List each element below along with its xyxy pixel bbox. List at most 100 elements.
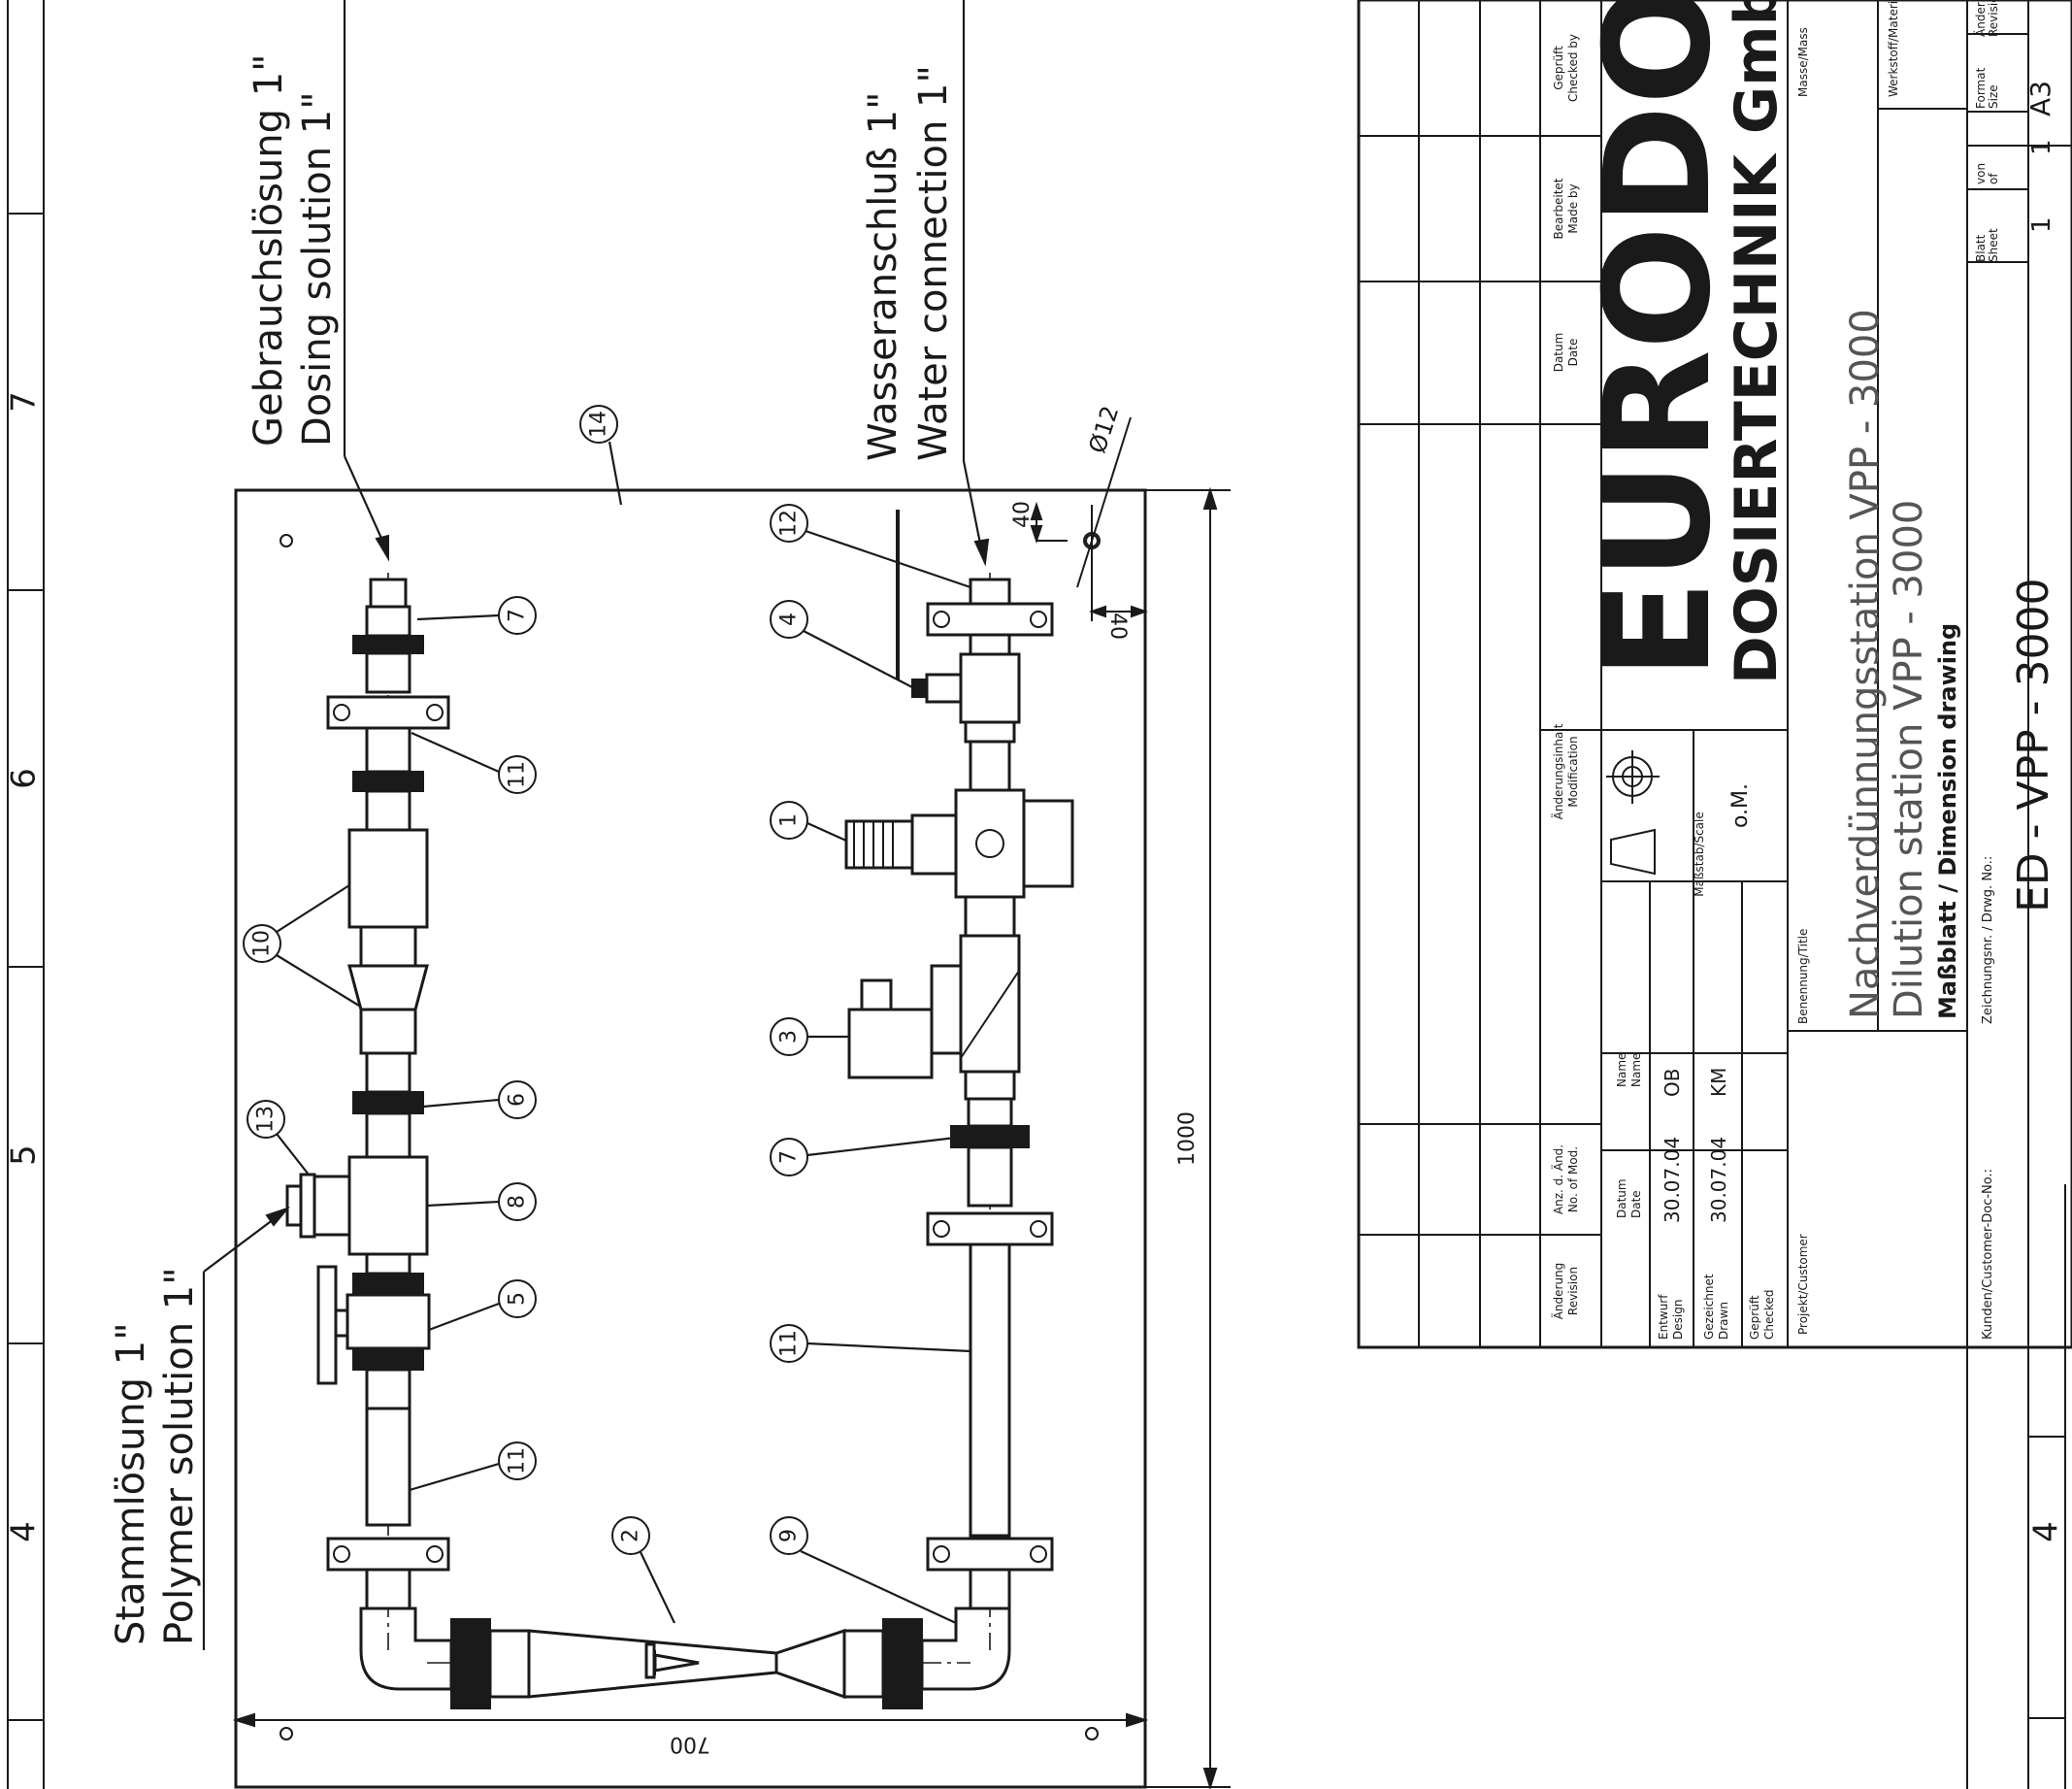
title-line-1: Nachverdünnungsstation VPP - 3000 (1843, 309, 1888, 1019)
label-title_block-mass_label: Masse/Mass (1796, 27, 1810, 97)
grid-number-4-right: 4 (2027, 1521, 2066, 1542)
label-title_block-rows-checked_en: Checked (1762, 1290, 1776, 1341)
right-pipe-assembly (844, 510, 1074, 1650)
label-title_block-rows-design_de: Entwurf (1657, 1294, 1670, 1340)
label-dosing-en: Dosing solution 1" (295, 91, 340, 447)
label-dosing-de: Gebrauchslösung 1" (247, 53, 291, 447)
balloon-3: 3 (770, 1017, 849, 1056)
label-title_block-revision_header-bearbeitet: Bearbeitet (1552, 178, 1565, 239)
label-drawing-balloons-11: 11 (506, 761, 530, 788)
balloon-11-left: 11 (409, 1441, 537, 1492)
balloon-13: 13 (247, 1100, 310, 1176)
label-polymer-en: Polymer solution 1" (157, 1267, 202, 1645)
dim-700: 700 (670, 1732, 710, 1756)
label-title_block-format_value: A3 (2024, 81, 2056, 116)
label-title_block-rows-design_name: OB (1661, 1069, 1684, 1097)
label-title_block-scale_label: Maßstab/Scale (1693, 812, 1706, 897)
label-drawing-balloons-4: 5 (506, 1292, 530, 1306)
label-title_block-format_label: Format (1974, 67, 1988, 109)
label-title_block-rows-drawn_en: Drawn (1717, 1302, 1730, 1340)
label-title_block-revision_header-made_by: Made by (1566, 183, 1580, 233)
mounting-plate (234, 488, 1147, 1789)
label-water-de: Wasseranschluß 1" (861, 91, 905, 461)
balloon-14: 14 (579, 405, 623, 506)
drawing-number: ED - VPP - 3000 (2009, 578, 2058, 912)
label-drawing-balloons-3: 4 (777, 613, 802, 626)
label-title_block-of_label: von (1974, 163, 1988, 184)
grid-number-4: 4 (5, 1521, 44, 1542)
label-drawing-balloons-14: 12 (777, 510, 802, 537)
dimension-width: 700 (232, 1712, 1149, 1756)
label-drawing-balloons-0: 1 (777, 813, 802, 827)
sheet-frame: 7 6 5 4 4 (5, 0, 2066, 1789)
label-title_block-revision_header-geprueft: Geprüft (1552, 46, 1565, 90)
label-title_block-revision_header-inhalt: Änderungsinhalt (1551, 723, 1565, 819)
label-title_block-rows-drawn_de: Gezeichnet (1702, 1274, 1716, 1340)
balloon-11-right: 11 (770, 1324, 971, 1363)
label-title_block-rows-design_date: 30.07.04 (1661, 1137, 1684, 1223)
balloon-5: 5 (428, 1279, 537, 1332)
label-title_block-drawing_no_label: Zeichnungsnr. / Drwg. No.: (1981, 856, 1995, 1024)
label-drawing-balloons-6: 7 (506, 609, 530, 622)
balloon-6: 6 (422, 1080, 537, 1119)
label-title_block-sheet_label_en: Sheet (1987, 228, 2000, 262)
label-title_block-revision_header-modification: Modification (1566, 736, 1580, 807)
label-title_block-rows-date_label: Date (1629, 1190, 1643, 1218)
balloon-11-top: 11 (411, 731, 537, 794)
balloon-group: 14 7 11 10 6 13 8 5 11 2 12 4 1 3 7 11 9 (243, 405, 971, 1624)
label-title_block-rows-checked_de: Geprüft (1748, 1295, 1761, 1340)
balloon-1: 1 (770, 801, 847, 843)
company-subtitle: DOSIERTECHNIK GmbH (1723, 0, 1791, 684)
label-title_block-revision_header-anz: Anz. d. Änd. (1551, 1144, 1565, 1214)
label-title_block-revision_header-datum: Datum (1552, 333, 1565, 373)
scale-value: o.M. (1728, 783, 1753, 828)
balloon-10: 10 (243, 884, 360, 1007)
grid-number-6: 6 (5, 768, 44, 789)
label-drawing-balloons-16: 14 (587, 411, 611, 438)
label-title_block-rows-drawn_date: 30.07.04 (1707, 1137, 1730, 1223)
connection-labels: Gebrauchslösung 1" Dosing solution 1" Wa… (109, 0, 990, 1650)
grid-number-5: 5 (5, 1144, 44, 1166)
label-title_block-revision_header-aenderung: Änderung (1551, 1263, 1565, 1320)
label-title_block-sheet_value: 1 (2027, 216, 2056, 233)
balloon-4: 4 (770, 600, 913, 688)
label-drawing-balloons-10: 10 (250, 930, 275, 957)
left-pipe-assembly (285, 573, 453, 1691)
label-title_block-project_label: Projekt/Customer (1796, 1234, 1810, 1335)
label-title_block-rows-drawn_name: KM (1707, 1068, 1730, 1097)
dim-40-a: 40 (1010, 501, 1035, 528)
label-title_block-rev_label: Änderung (1973, 0, 1988, 37)
label-title_block-sheet_label: Blatt (1974, 234, 1988, 262)
dimension-height: 1000 (1145, 486, 1231, 1789)
balloon-7-top: 7 (416, 596, 537, 635)
label-drawing-balloons-12: 11 (506, 1447, 530, 1474)
title-block: Geprüft Checked by Bearbeitet Made by Da… (1357, 0, 2072, 1789)
label-title_block-material_label: Werkstoff/Material (1887, 0, 1900, 97)
label-drawing-balloons-13: 11 (777, 1330, 802, 1357)
label-drawing-balloons-15: 13 (254, 1106, 279, 1133)
label-title_block-format_label_en: Size (1987, 84, 2000, 109)
label-water-en: Water connection 1" (911, 65, 956, 461)
label-drawing-balloons-1: 2 (619, 1529, 643, 1542)
dim-1000: 1000 (1175, 1111, 1200, 1166)
label-title_block-rows-name_label_en: Name (1629, 1053, 1643, 1087)
label-drawing-balloons-5: 6 (506, 1093, 530, 1107)
grid-number-7: 7 (5, 391, 44, 413)
label-drawing-balloons-8: 8 (506, 1195, 530, 1209)
label-title_block-rows-design_en: Design (1671, 1300, 1685, 1340)
balloon-2: 2 (611, 1516, 675, 1624)
balloon-9: 9 (770, 1516, 957, 1624)
label-title_block-title_label: Benennung/Title (1796, 929, 1810, 1024)
title-line-3: Maßblatt / Dimension drawing (1934, 623, 1961, 1019)
projection-symbol-icon (1606, 750, 1660, 876)
label-title_block-revision_header-date: Date (1566, 339, 1580, 367)
label-title_block-rev_label_en: Revision (1987, 0, 2000, 37)
label-drawing-balloons-7: 7 (777, 1150, 802, 1164)
label-title_block-revision_header-revision: Revision (1566, 1267, 1580, 1315)
label-title_block-of_value: 1 (2027, 139, 2056, 155)
balloon-12: 12 (770, 504, 971, 589)
label-title_block-rows-name_label: Name (1615, 1053, 1628, 1087)
label-title_block-of_label_en: of (1987, 173, 2000, 184)
label-title_block-revision_header-checked_by: Checked by (1566, 34, 1580, 102)
flowmeter-assembly (427, 1607, 1011, 1709)
